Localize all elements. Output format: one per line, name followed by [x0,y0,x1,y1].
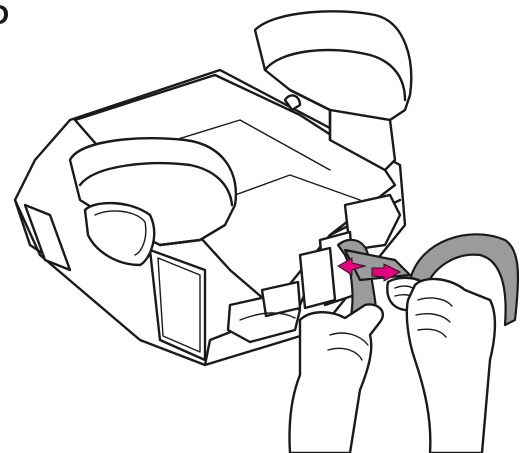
right-hand [407,279,495,453]
left-hand [289,304,382,453]
